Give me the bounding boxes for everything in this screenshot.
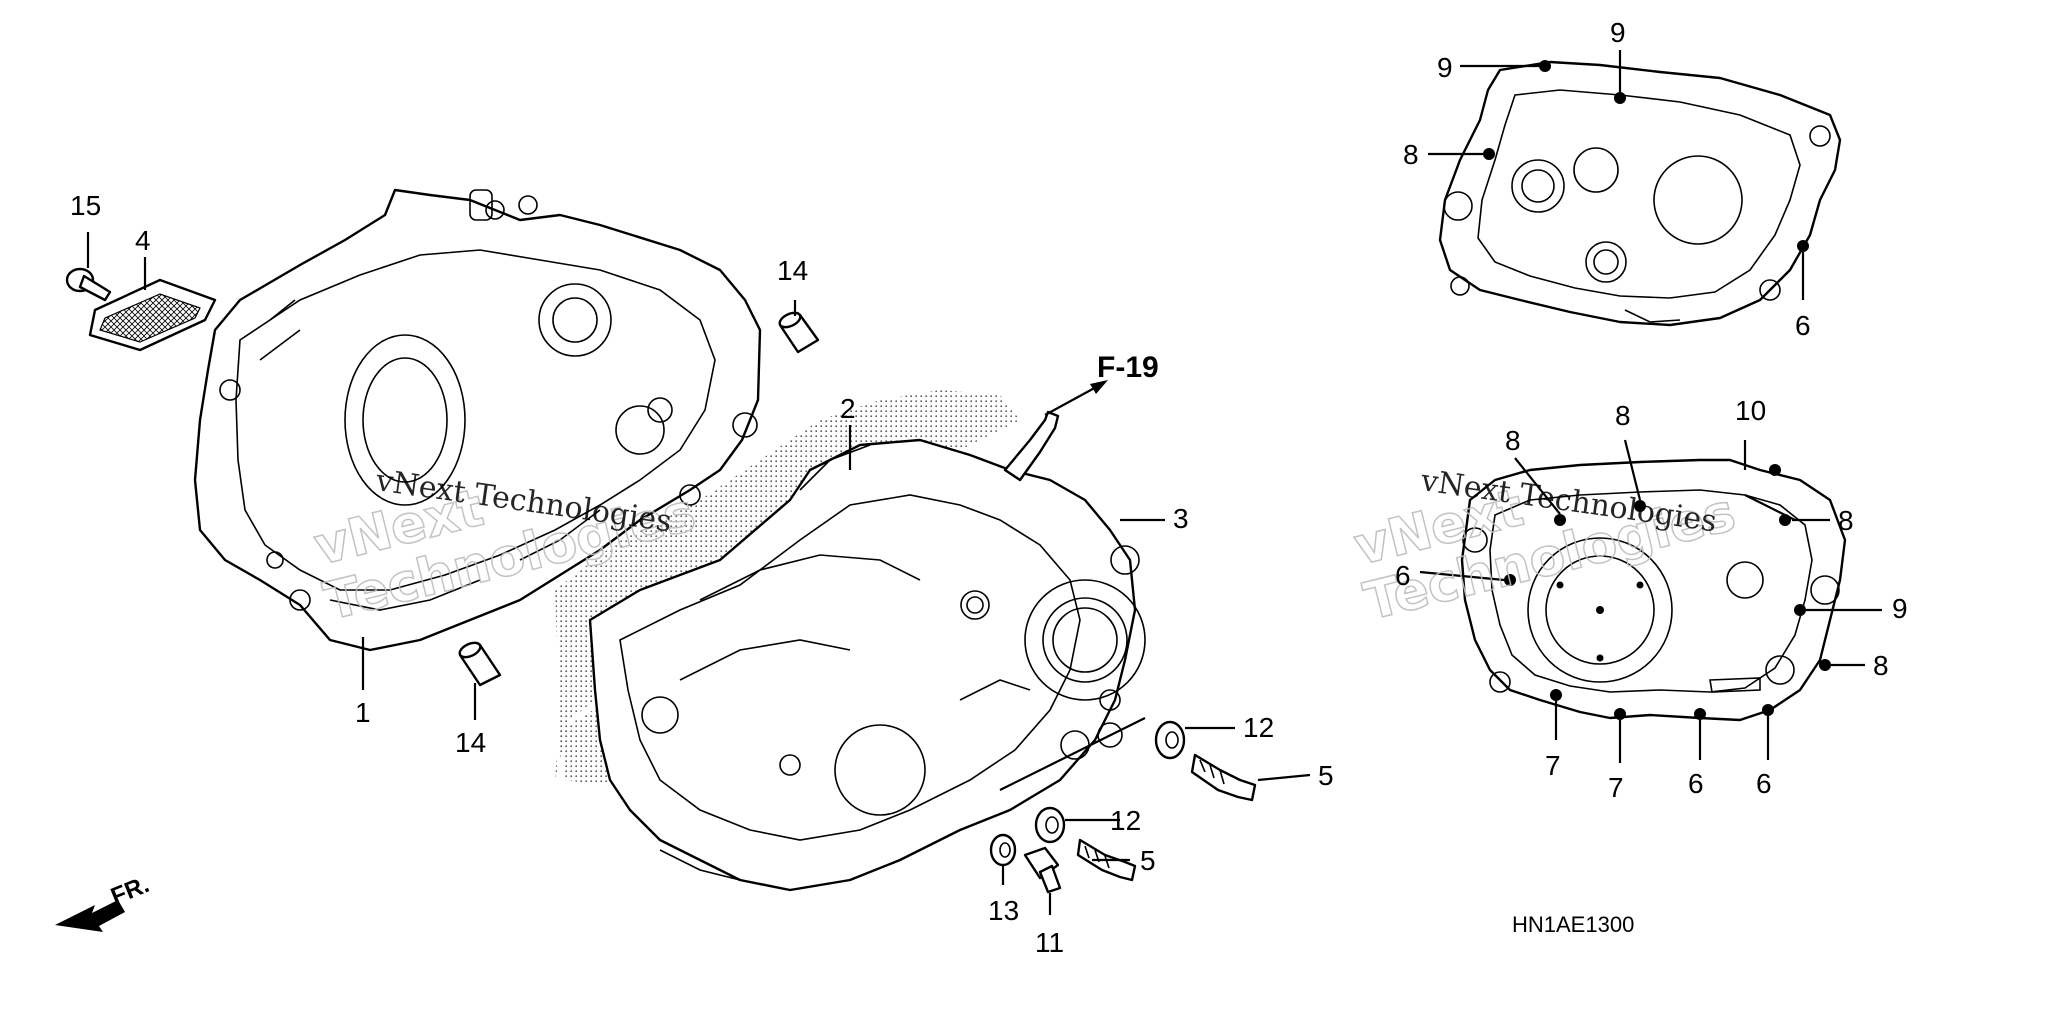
callout-13: 13 bbox=[988, 895, 1019, 926]
callout-1: 1 bbox=[355, 697, 371, 728]
callout-14-upper: 14 bbox=[777, 255, 808, 286]
callout-11: 11 bbox=[1035, 927, 1064, 958]
callout-6-bottom-right: 6 bbox=[1756, 768, 1772, 799]
callout-labels: 15 4 1 14 14 2 3 12 5 12 5 13 11 9 9 8 6… bbox=[70, 17, 1908, 958]
bolt-15 bbox=[65, 267, 112, 302]
callout-9-top-left: 9 bbox=[1437, 52, 1453, 83]
front-direction-label: FR. bbox=[107, 871, 153, 911]
reference-arrow-icon bbox=[1044, 380, 1108, 416]
callout-8-mid-left: 8 bbox=[1505, 425, 1521, 456]
callout-8-right-upper: 8 bbox=[1838, 505, 1854, 536]
washer-12-upper bbox=[1154, 720, 1186, 760]
front-direction-arrow-icon bbox=[55, 900, 125, 932]
callout-7-left: 7 bbox=[1545, 750, 1561, 781]
reference-label: F-19 bbox=[1097, 351, 1159, 384]
callout-9-top: 9 bbox=[1610, 17, 1626, 48]
callout-9-right: 9 bbox=[1892, 593, 1908, 624]
callout-5-lower: 5 bbox=[1140, 845, 1156, 876]
callout-6-top: 6 bbox=[1795, 310, 1811, 341]
left-crankcase bbox=[193, 188, 762, 652]
callout-8-top: 8 bbox=[1403, 139, 1419, 170]
callout-14-lower: 14 bbox=[455, 727, 486, 758]
right-crankcase bbox=[555, 390, 1146, 892]
callout-3: 3 bbox=[1173, 503, 1189, 534]
dowel-pin-14-upper bbox=[778, 311, 820, 354]
callout-8-mid-top: 8 bbox=[1615, 400, 1631, 431]
callout-4: 4 bbox=[135, 225, 151, 256]
callout-8-right-lower: 8 bbox=[1873, 650, 1889, 681]
callout-6-left: 6 bbox=[1395, 560, 1411, 591]
callout-5-upper: 5 bbox=[1318, 760, 1334, 791]
callout-2: 2 bbox=[840, 393, 856, 424]
oil-strainer-4 bbox=[88, 278, 217, 352]
right-cover-gasket bbox=[1438, 60, 1842, 327]
callout-15: 15 bbox=[70, 190, 101, 221]
washer-12-lower bbox=[1034, 806, 1066, 844]
switch-5-upper bbox=[1190, 753, 1257, 802]
callout-12-upper: 12 bbox=[1243, 712, 1274, 743]
callout-7-mid: 7 bbox=[1608, 772, 1624, 803]
drain-bolt-11 bbox=[1023, 846, 1062, 894]
leader-lines bbox=[86, 50, 1882, 915]
left-cover-gasket bbox=[1460, 458, 1847, 722]
dowel-pin-14-lower bbox=[458, 641, 502, 687]
callout-12-lower: 12 bbox=[1110, 805, 1141, 836]
drawing-code: HN1AE1300 bbox=[1512, 912, 1634, 937]
washer-13 bbox=[989, 833, 1017, 867]
callout-6-bottom-mid: 6 bbox=[1688, 768, 1704, 799]
callout-10: 10 bbox=[1735, 395, 1766, 426]
